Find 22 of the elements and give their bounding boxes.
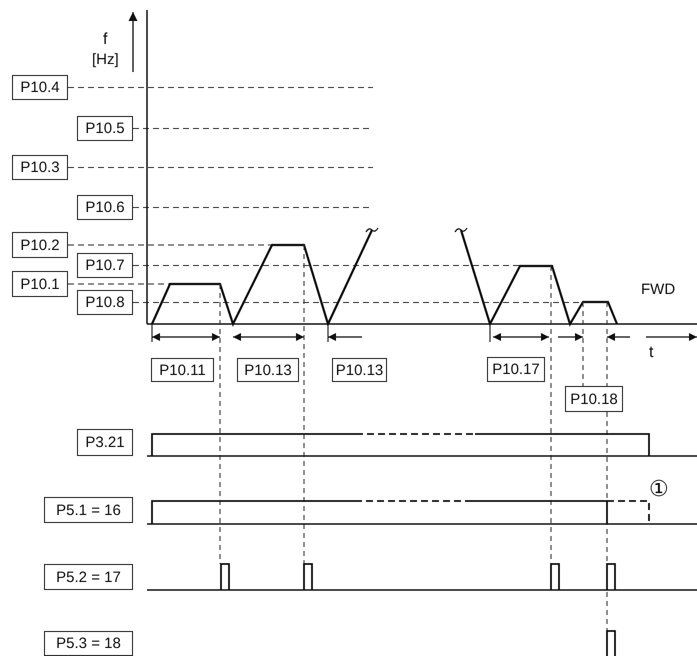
parameter-label: P10.13 bbox=[332, 358, 387, 382]
parameter-label: P10.13 bbox=[237, 358, 299, 382]
direction-label: FWD bbox=[641, 282, 676, 297]
parameter-label: P5.3 = 18 bbox=[44, 631, 133, 656]
parameter-label: P10.7 bbox=[77, 253, 133, 278]
parameter-label: P10.17 bbox=[487, 357, 545, 382]
parameter-label: P3.21 bbox=[77, 429, 133, 456]
axis-label: t bbox=[649, 345, 654, 361]
parameter-label: P10.1 bbox=[12, 271, 68, 297]
parameter-label: P5.1 = 16 bbox=[44, 497, 133, 523]
parameter-label: P10.8 bbox=[77, 290, 133, 315]
parameter-label: P10.11 bbox=[151, 358, 214, 382]
axis-label: f bbox=[103, 32, 108, 48]
unit-label: [Hz] bbox=[92, 52, 119, 67]
parameter-label: P10.2 bbox=[12, 232, 68, 258]
parameter-label: P5.2 = 17 bbox=[44, 564, 133, 590]
parameter-label: P10.18 bbox=[565, 386, 623, 412]
parameter-label: P10.6 bbox=[77, 195, 133, 220]
footnote-mark: ① bbox=[649, 478, 669, 500]
parameter-label: P10.5 bbox=[77, 116, 133, 141]
parameter-label: P10.3 bbox=[12, 155, 68, 180]
parameter-label: P10.4 bbox=[12, 75, 68, 100]
